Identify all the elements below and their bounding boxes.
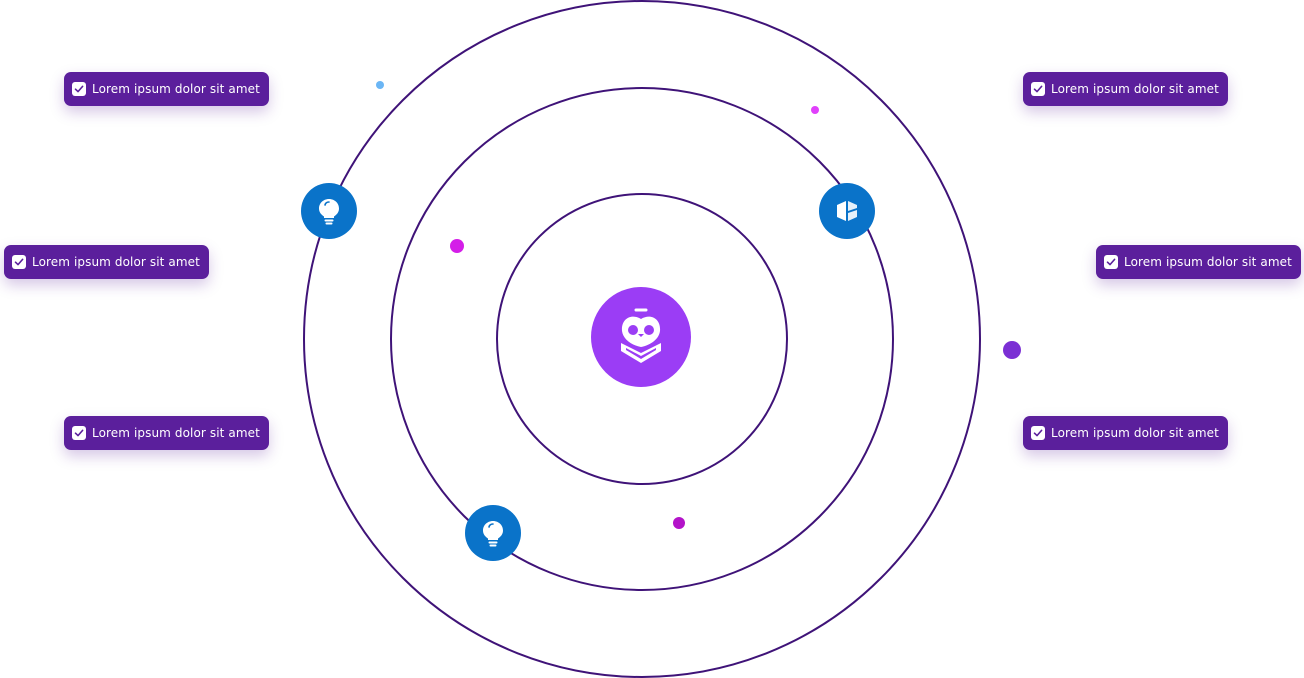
label-pill-right-bottom: Lorem ipsum dolor sit amet	[1023, 416, 1228, 450]
node-lightbulb-top	[301, 183, 357, 239]
cube-icon	[837, 201, 857, 221]
label-pill-left-middle: Lorem ipsum dolor sit amet	[4, 245, 209, 279]
label-pill-left-bottom: Lorem ipsum dolor sit amet	[64, 416, 269, 450]
checkbox-icon	[1031, 426, 1045, 440]
dot-purple	[1003, 341, 1021, 359]
dot-pink-small	[811, 106, 819, 114]
label-pill-right-top: Lorem ipsum dolor sit amet	[1023, 72, 1228, 106]
lightbulb-icon	[483, 521, 503, 547]
pill-label: Lorem ipsum dolor sit amet	[1051, 82, 1219, 96]
pill-label: Lorem ipsum dolor sit amet	[1124, 255, 1292, 269]
label-pill-left-top: Lorem ipsum dolor sit amet	[64, 72, 269, 106]
checkbox-icon	[72, 82, 86, 96]
pill-label: Lorem ipsum dolor sit amet	[92, 82, 260, 96]
middle-orbit	[390, 87, 894, 591]
checkbox-icon	[12, 255, 26, 269]
dot-blue	[376, 81, 384, 89]
outer-orbit	[303, 0, 981, 678]
pill-label: Lorem ipsum dolor sit amet	[1051, 426, 1219, 440]
node-lightbulb-bottom	[465, 505, 521, 561]
label-pill-right-middle: Lorem ipsum dolor sit amet	[1096, 245, 1301, 279]
hub-circle	[591, 287, 691, 387]
pill-label: Lorem ipsum dolor sit amet	[32, 255, 200, 269]
inner-orbit	[496, 193, 788, 485]
checkbox-icon	[72, 426, 86, 440]
owl-book-icon	[621, 308, 661, 363]
checkbox-icon	[1031, 82, 1045, 96]
dot-magenta	[450, 239, 464, 253]
lightbulb-icon	[319, 199, 339, 225]
node-cube	[819, 183, 875, 239]
pill-label: Lorem ipsum dolor sit amet	[92, 426, 260, 440]
dot-violet	[673, 517, 685, 529]
checkbox-icon	[1104, 255, 1118, 269]
